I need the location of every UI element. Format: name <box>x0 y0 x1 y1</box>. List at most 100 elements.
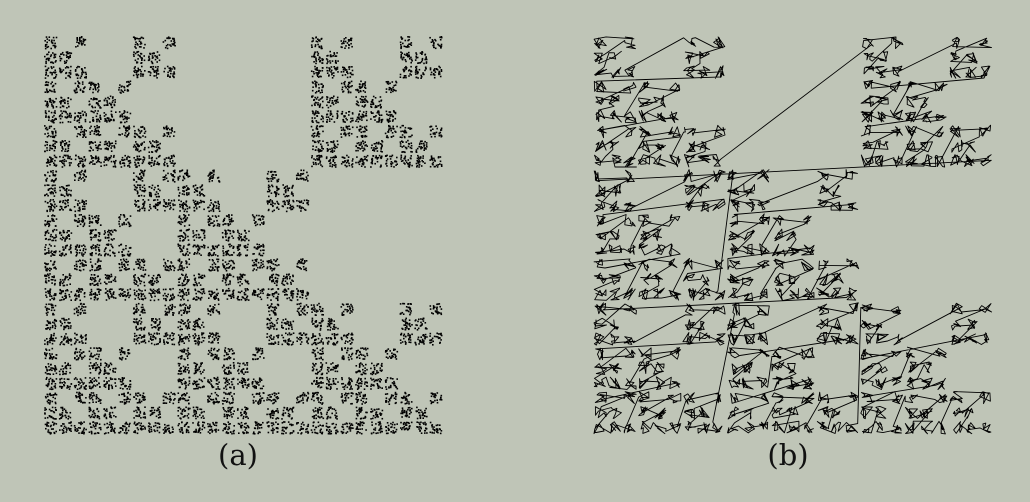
dot-cluster <box>134 199 146 212</box>
dot-cluster <box>163 258 176 272</box>
dot-cluster <box>103 377 117 390</box>
dot-cluster <box>119 154 132 168</box>
dot-cluster <box>192 317 205 331</box>
dot-cluster <box>208 332 221 344</box>
dot-cluster <box>399 65 413 79</box>
dot-cluster <box>237 362 249 375</box>
dot-cluster <box>429 125 443 138</box>
dot-cluster <box>310 302 324 316</box>
dot-cluster <box>193 362 205 375</box>
dot-cluster <box>236 273 250 287</box>
dot-cluster <box>400 154 413 168</box>
dot-cluster <box>355 95 369 108</box>
dot-cluster <box>150 318 161 331</box>
dot-cluster <box>207 199 221 213</box>
dot-cluster <box>88 406 101 420</box>
dot-cluster <box>103 229 117 242</box>
dot-cluster <box>399 302 412 316</box>
dot-cluster <box>132 65 146 79</box>
dot-cluster <box>73 377 87 390</box>
dot-cluster <box>310 65 324 78</box>
dot-cluster <box>310 125 324 138</box>
dot-cluster <box>44 110 57 124</box>
dot-cluster <box>177 214 191 227</box>
dot-cluster <box>236 288 250 302</box>
dot-cluster <box>103 406 117 420</box>
dot-cluster <box>207 244 220 257</box>
dot-cluster <box>340 37 353 49</box>
dot-cluster <box>429 36 443 50</box>
dot-cluster <box>326 95 339 109</box>
dot-cluster <box>45 376 58 391</box>
dot-cluster <box>296 302 309 316</box>
dot-cluster <box>118 347 131 361</box>
dot-cluster <box>73 199 87 213</box>
dot-cluster <box>177 347 191 361</box>
dot-cluster <box>311 347 324 361</box>
dot-cluster <box>45 318 58 331</box>
dot-cluster <box>295 169 309 182</box>
dot-cluster <box>118 258 130 272</box>
dot-cluster <box>325 376 339 390</box>
dot-cluster <box>58 110 72 124</box>
dot-cluster <box>221 229 235 242</box>
dot-cluster <box>296 391 310 404</box>
panel-a-point-fractal <box>38 30 448 440</box>
dot-cluster <box>311 406 325 420</box>
dot-cluster <box>58 199 73 212</box>
dot-cluster <box>222 406 235 419</box>
dot-cluster <box>132 36 146 49</box>
dot-cluster <box>75 36 87 48</box>
dot-cluster <box>44 81 57 94</box>
dot-cluster <box>236 243 249 257</box>
dot-cluster <box>370 140 384 153</box>
dot-cluster <box>147 140 161 153</box>
dot-cluster <box>341 377 353 390</box>
dot-cluster <box>59 154 73 168</box>
dot-cluster <box>266 288 280 302</box>
dot-cluster <box>399 139 413 154</box>
dot-cluster <box>281 421 295 435</box>
dot-cluster <box>221 391 235 405</box>
dot-cluster <box>59 140 71 153</box>
dot-cluster <box>74 125 87 138</box>
dot-cluster <box>384 348 399 360</box>
dot-cluster <box>88 376 101 390</box>
dot-cluster <box>89 110 102 123</box>
dot-cluster <box>44 51 57 65</box>
dot-cluster <box>355 80 367 94</box>
dot-cluster <box>399 36 413 50</box>
dot-cluster <box>118 110 132 124</box>
dot-cluster <box>88 347 102 361</box>
dot-cluster <box>178 303 191 316</box>
dot-cluster <box>132 169 146 183</box>
dot-cluster <box>355 377 369 390</box>
dot-cluster <box>89 258 102 272</box>
dot-cluster <box>44 125 57 139</box>
dot-cluster <box>73 214 87 228</box>
dot-cluster <box>44 97 58 109</box>
dot-cluster <box>325 140 339 153</box>
dot-cluster <box>147 199 161 212</box>
dot-cluster <box>429 421 443 435</box>
dot-cluster <box>133 184 147 197</box>
dot-cluster <box>89 243 102 257</box>
dot-cluster <box>133 421 146 435</box>
dot-cluster <box>384 124 398 139</box>
dot-cluster <box>177 406 191 420</box>
dot-cluster <box>269 273 280 287</box>
dot-cluster <box>147 65 160 79</box>
dot-cluster <box>429 303 443 316</box>
dot-cluster <box>177 185 190 197</box>
dot-cluster <box>88 214 102 227</box>
dot-cluster <box>192 406 205 420</box>
dot-cluster <box>414 65 427 79</box>
dot-cluster <box>44 36 58 50</box>
dot-cluster <box>311 51 324 65</box>
dot-cluster <box>74 244 87 257</box>
dot-cluster <box>73 169 87 182</box>
dot-cluster <box>236 406 249 420</box>
dot-cluster <box>355 391 368 405</box>
dot-cluster <box>251 258 265 272</box>
panel-b-path-fractal <box>588 30 998 440</box>
